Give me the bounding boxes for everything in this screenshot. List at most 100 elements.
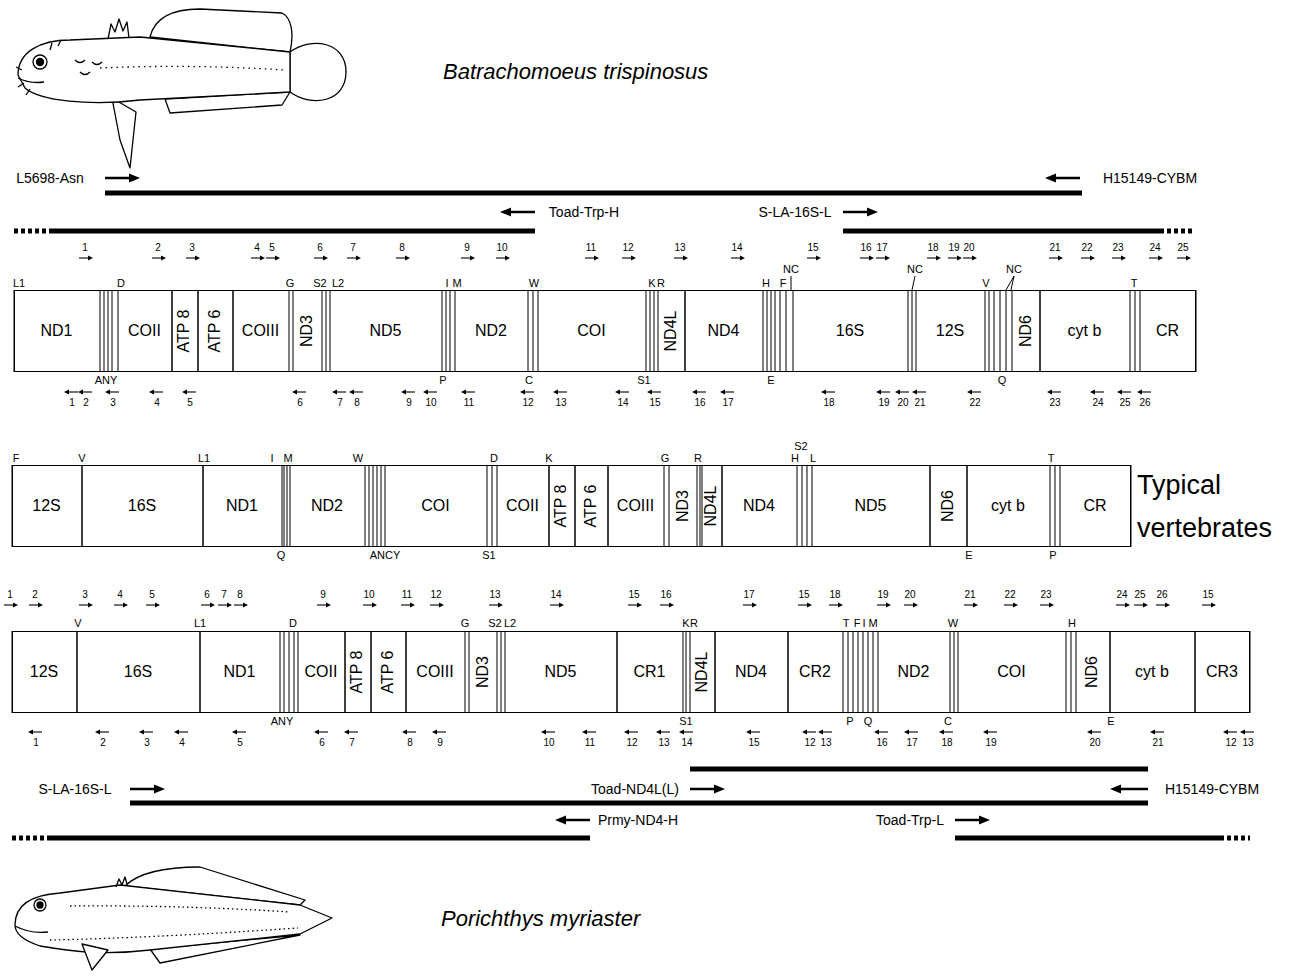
trna-label: M [868,618,877,629]
trna-label: I [270,453,273,464]
gene-boundary [763,290,764,372]
primer-direction-arrow [983,730,997,735]
arrow-head [1058,256,1063,261]
trna-label: D [490,453,498,464]
arrow-head [874,730,879,735]
arrow-head [555,816,566,825]
primer-direction-arrow [624,730,638,735]
gene-boundary [82,465,83,547]
gene-name: ND4L [663,311,679,352]
primer-direction-arrow [1202,603,1216,608]
primer-number: 21 [1049,243,1060,253]
gene-boundary [369,465,370,547]
arrow-head [1110,785,1121,794]
primer-number: 21 [914,398,925,408]
gene-boundary [985,290,986,372]
gene-segment: CR [1140,291,1196,371]
primer-number: 3 [189,243,195,253]
primer-direction-arrow [647,390,661,395]
gene-name: 16S [128,498,156,514]
trna-label: Q [998,375,1007,386]
gene-name: ND5 [369,323,401,339]
gene-segment: ND4L [690,632,715,712]
trna-label: I [445,278,448,289]
arrow-head [656,730,661,735]
primer-direction-arrow [349,390,363,395]
trna-label: T [1131,278,1138,289]
arrow-head [692,390,697,395]
gene-boundary [371,631,372,713]
gene-boundary [289,290,290,372]
primer-number: 1 [82,243,88,253]
primer-arrow [555,816,590,825]
gene-name: COI [577,323,605,339]
trna-label: I [862,618,865,629]
primer-number: 21 [964,590,975,600]
primer-number: 14 [550,590,561,600]
arrow-head [174,730,179,735]
gene-boundary [282,465,283,547]
fish-body [15,885,332,953]
gene-boundary [967,465,968,547]
gene-name: ND4 [743,498,775,514]
primer-number: 20 [897,398,908,408]
trna-label: NC [907,264,923,275]
gene-boundary [294,631,295,713]
primer-number: 1 [7,590,13,600]
gene-boundary [950,631,951,713]
gene-name: ND5 [544,664,576,680]
arrow-head [1211,603,1216,608]
gene-boundary [793,290,794,372]
arrow-shaft [955,819,982,822]
arrow-head [1158,256,1163,261]
primer-number: 13 [820,738,831,748]
gene-boundary [373,465,374,547]
arrow-head [88,256,93,261]
arrow-head [647,390,652,395]
arrow-head [1223,730,1228,735]
gene-segment: COII [298,632,345,712]
gene-segment: 12S [12,466,82,546]
gene-segment: COII [497,466,549,546]
primer-name: Toad-Trp-L [876,813,944,827]
gene-boundary [916,290,917,372]
gene-boundary [365,465,366,547]
primer-direction-arrow [1040,603,1054,608]
primer-direction-arrow [1117,390,1131,395]
pcr-fragment-bar [14,229,50,234]
primer-direction-arrow [622,256,636,261]
primer-direction-arrow [743,603,757,608]
arrow-head [1240,730,1245,735]
gene-segment: ND1 [203,466,282,546]
gene-boundary [863,631,864,713]
arrow-head [401,390,406,395]
arrow-head [505,256,510,261]
gene-boundary [788,631,789,713]
primer-direction-arrow [876,390,890,395]
trna-label: W [948,618,958,629]
primer-number: 9 [406,398,412,408]
arrow-shaft [1053,177,1080,180]
gene-boundary [608,465,609,547]
gene-name: ND6 [940,490,956,522]
gene-boundary [575,465,576,547]
primer-direction-arrow [877,603,891,608]
primer-direction-arrow [818,730,832,735]
arrow-head [323,256,328,261]
primer-direction-arrow [720,390,734,395]
gene-segment: ND2 [290,466,365,546]
primer-arrow [1110,785,1148,794]
primer-number: 15 [798,590,809,600]
gene-segment: ND4L [658,291,685,371]
primer-number: 20 [963,243,974,253]
primer-number: 8 [407,738,413,748]
gene-segment: ND4 [685,291,763,371]
arrow-head [182,390,187,395]
primer-direction-arrow [967,390,981,395]
arrow-head [1121,256,1126,261]
gene-name: ND1 [40,323,72,339]
gene-boundary [807,465,808,547]
primer-number: 4 [254,243,260,253]
gene-boundary [802,465,803,547]
primer-number: 14 [681,738,692,748]
